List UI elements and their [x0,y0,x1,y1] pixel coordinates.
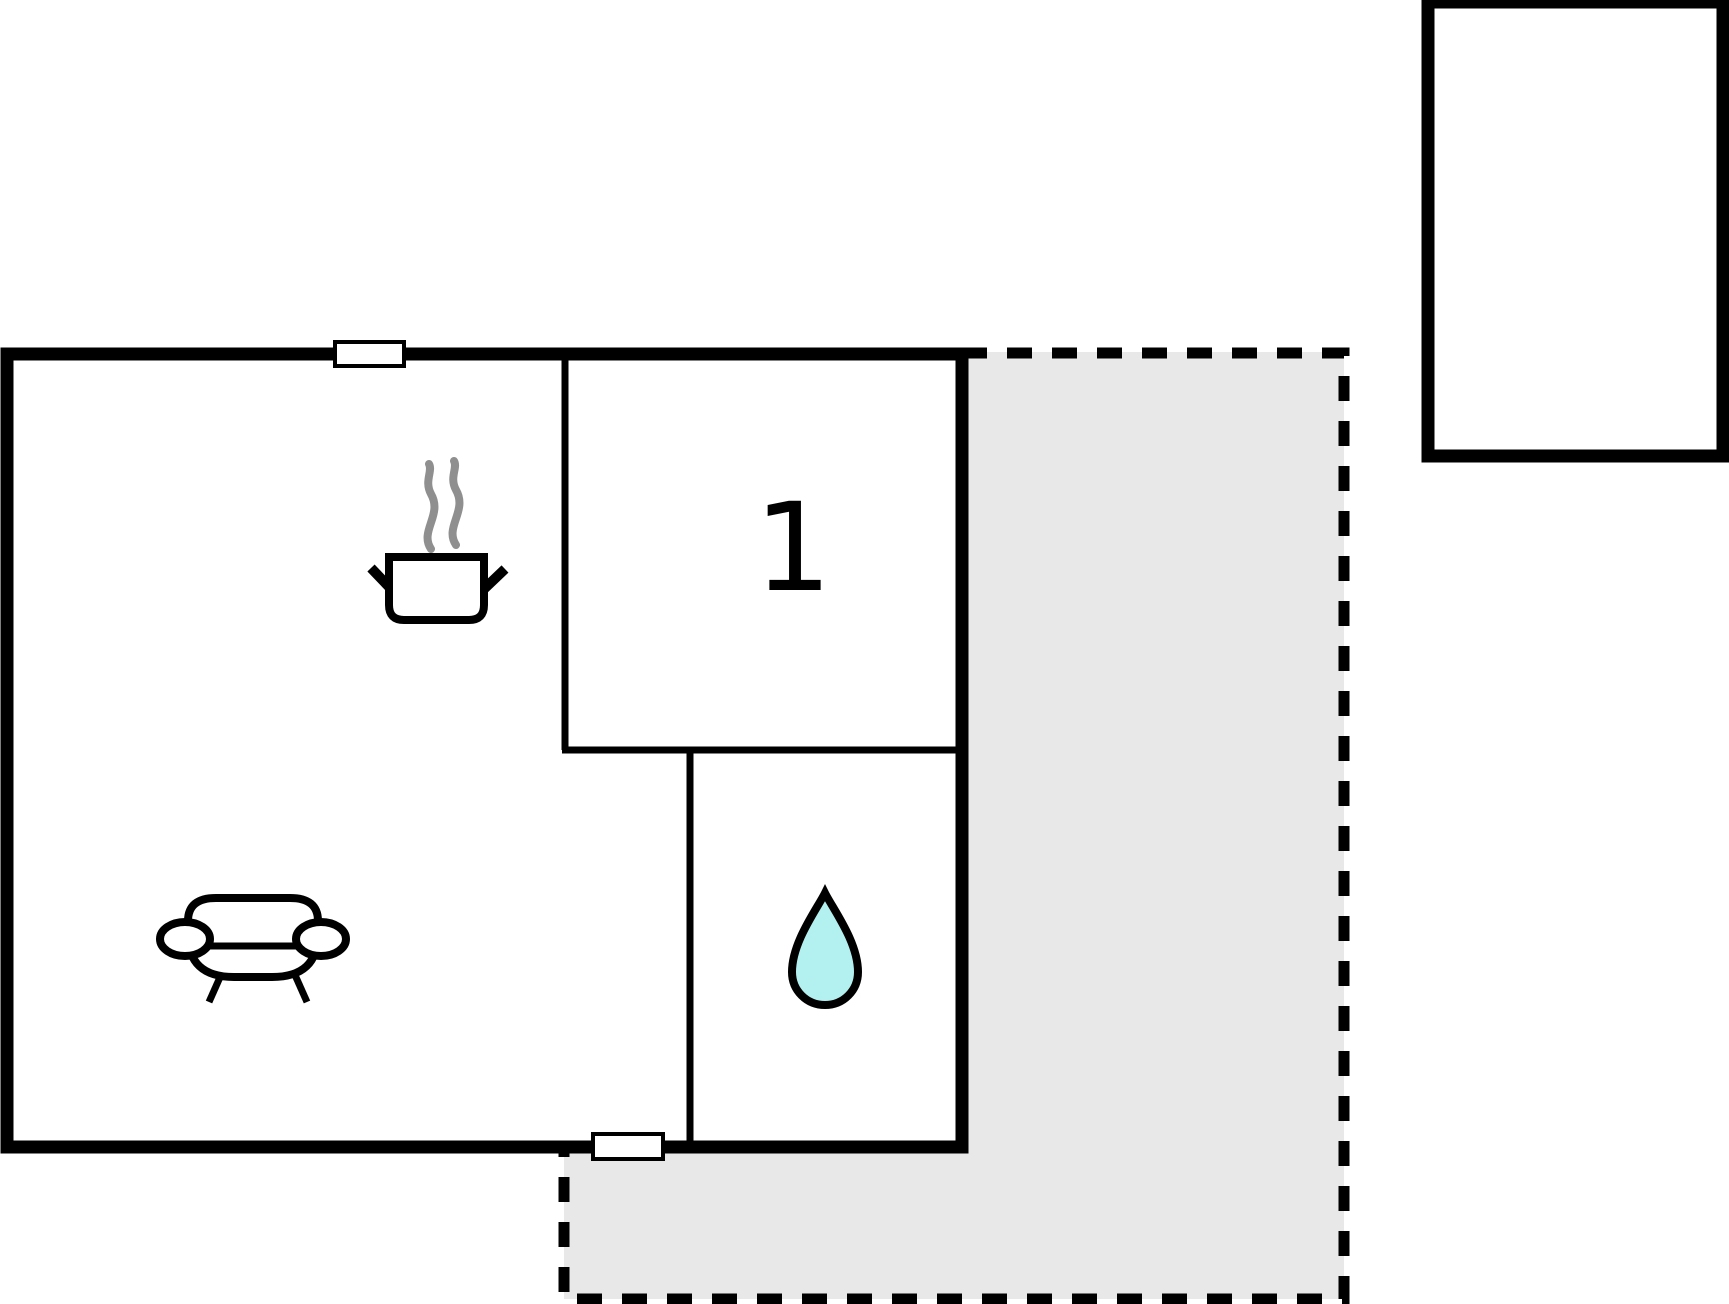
bedroom-1: 1 [754,477,832,619]
bedroom-label: 1 [754,477,832,619]
water-drop-icon [787,884,863,1010]
sofa-icon [156,894,350,1004]
sofa-armrest-left [156,918,214,960]
steam-icon [423,460,439,553]
bottom-wall-door-window-marker [591,1132,665,1161]
sofa-armrest-right [292,918,350,960]
bathroom [787,884,863,1010]
cooking-pot-icon [367,457,509,624]
outbuilding-outer-wall [1421,0,1729,463]
terrace-fill [564,352,1344,1299]
sofa-leg-right [291,973,311,1004]
main-building [0,340,969,1161]
top-wall-door-window-marker [333,340,406,368]
terrace-dashed-border [558,347,1350,1304]
outbuilding [1421,0,1729,463]
terrace-area [558,347,1350,1304]
living-kitchen-area [156,457,509,1004]
steam-icon [448,457,464,549]
pot-body [385,553,488,624]
